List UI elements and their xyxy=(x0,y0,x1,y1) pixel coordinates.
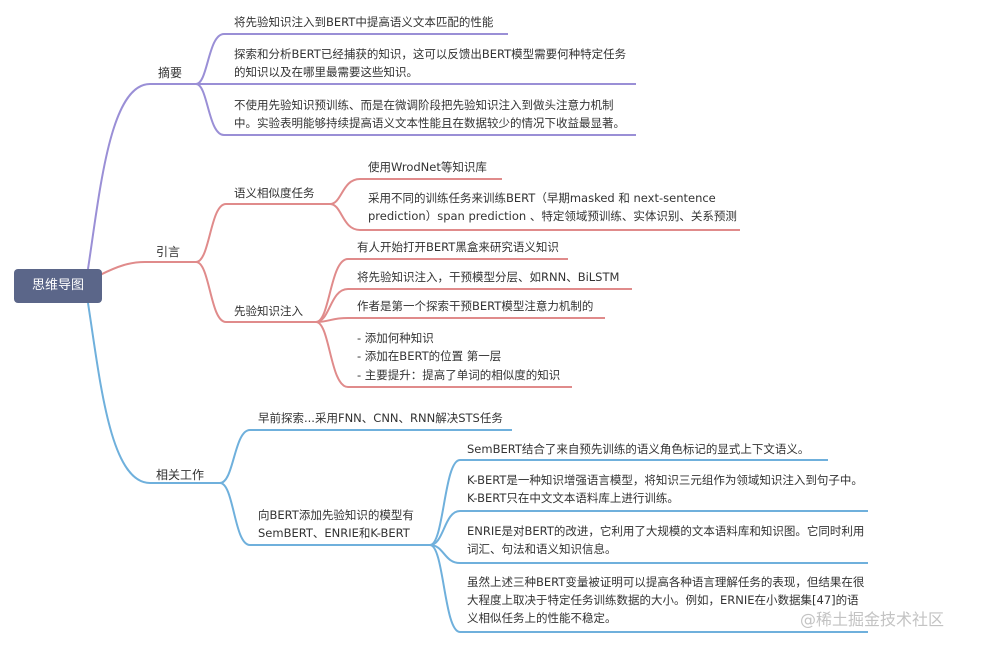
node-semantic-task[interactable]: 语义相似度任务 xyxy=(234,186,315,200)
related-early: 早前探索...采用FNN、CNN、RNN解决STS任务 xyxy=(258,411,503,425)
models-item-1: SemBERT结合了来自预先训练的语义角色标记的显式上下文语义。 xyxy=(467,442,810,456)
connector-semantic-1 xyxy=(329,178,361,205)
prior-list-3: - 主要提升：提高了单词的相似度的知识 xyxy=(357,368,561,382)
prior-item-1: 有人开始打开BERT黑盒来研究语义知识 xyxy=(357,240,559,254)
connector-semantic-2 xyxy=(329,203,361,231)
connector-root-abstract xyxy=(87,83,151,270)
node-prior-knowledge[interactable]: 先验知识注入 xyxy=(234,304,303,318)
models-item-2: K-BERT是一种知识增强语言模型，将知识三元组作为领域知识注入到句子中。K-B… xyxy=(467,473,863,505)
connector-abstract-1 xyxy=(195,33,225,85)
connector-prior-list xyxy=(315,321,349,388)
connector-root-related xyxy=(87,302,151,484)
semantic-item-1: 使用WrodNet等知识库 xyxy=(368,160,487,174)
connector-root-intro xyxy=(99,261,146,276)
branch-abstract[interactable]: 摘要 xyxy=(158,66,183,80)
connector-related-early xyxy=(219,429,251,484)
models-item-4: 虽然上述三种BERT变量被证明可以提高各种语言理解任务的表现，但结果在很大程度上… xyxy=(467,575,865,625)
connector-models-4 xyxy=(429,544,461,633)
prior-list-2: - 添加在BERT的位置 第一层 xyxy=(357,349,502,363)
root-node[interactable]: 思维导图 xyxy=(14,269,102,303)
connector-intro-prior xyxy=(195,261,227,323)
node-bert-models[interactable]: 向BERT添加先验知识的模型有SemBERT、ENRIE和K-BERT xyxy=(258,508,414,540)
prior-item-2: 将先验知识注入，干预模型分层、如RNN、BiLSTM xyxy=(357,270,620,284)
abstract-item-1: 将先验知识注入到BERT中提高语义文本匹配的性能 xyxy=(234,15,494,29)
connector-related-models xyxy=(219,482,251,546)
connector-models-2 xyxy=(429,510,461,546)
connector-abstract-3 xyxy=(195,83,225,136)
connector-prior-2 xyxy=(315,288,349,323)
abstract-item-2: 探索和分析BERT已经捕获的知识，这可以反馈出BERT模型需要何种特定任务的知识… xyxy=(234,47,627,79)
connector-intro-semantic xyxy=(195,203,227,263)
watermark: @稀土掘金技术社区 xyxy=(800,610,945,629)
prior-list-1: - 添加何种知识 xyxy=(357,331,434,345)
connector-prior-3 xyxy=(315,317,349,323)
prior-item-3: 作者是第一个探索干预BERT模型注意力机制的 xyxy=(357,299,594,313)
branch-intro[interactable]: 引言 xyxy=(156,245,181,259)
connector-models-1 xyxy=(429,459,461,546)
semantic-item-2: 采用不同的训练任务来训练BERT（早期masked 和 next-sentenc… xyxy=(368,191,737,223)
branch-related-work[interactable]: 相关工作 xyxy=(156,468,205,482)
models-item-3: ENRIE是对BERT的改进，它利用了大规模的文本语料库和知识图。它同时利用词汇… xyxy=(467,524,865,556)
abstract-item-3: 不使用先验知识预训练、而是在微调阶段把先验知识注入到做头注意力机制中。实验表明能… xyxy=(234,98,625,130)
